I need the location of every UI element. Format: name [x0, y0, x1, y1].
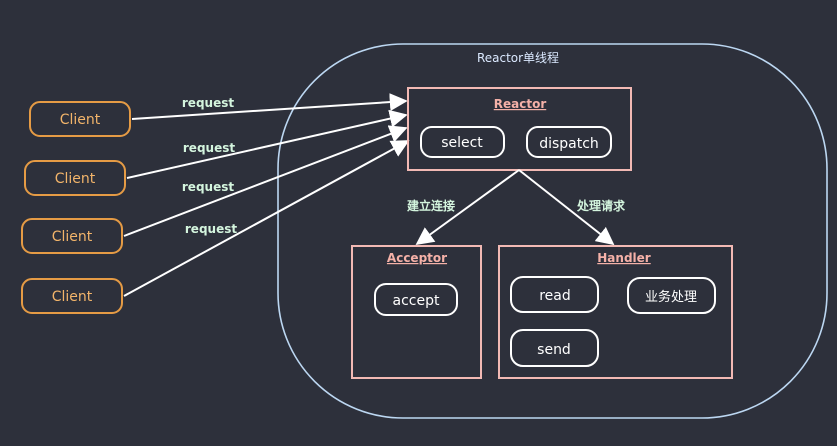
client-label: Client — [55, 171, 96, 187]
edge-label-acceptor: 建立连接 — [406, 198, 455, 213]
client-box — [21, 218, 123, 254]
acceptor-title: Acceptor — [387, 251, 447, 265]
request-label: request — [185, 222, 237, 236]
client-node: Client — [21, 218, 123, 254]
business-logic-pill — [627, 277, 716, 314]
reactor-thread-boundary — [277, 43, 828, 419]
select-pill — [420, 126, 505, 158]
send-pill — [510, 329, 599, 367]
reactor-component: Reactor select dispatch — [407, 87, 632, 171]
reactor-title: Reactor — [494, 97, 547, 111]
reactor-thread-label: Reactor单线程 — [477, 50, 559, 65]
select-label: select — [441, 135, 483, 151]
accept-pill — [374, 283, 458, 316]
request-label: request — [182, 180, 234, 194]
request-arrow — [123, 140, 410, 297]
client-label: Client — [52, 289, 93, 305]
handler-title: Handler — [597, 251, 651, 265]
read-label: read — [539, 288, 571, 304]
client-box — [29, 101, 131, 137]
dispatch-label: dispatch — [539, 136, 599, 152]
client-box — [21, 278, 123, 314]
request-arrow — [131, 93, 408, 120]
dispatch-arrow-handler — [518, 169, 615, 246]
request-arrow — [123, 125, 408, 237]
dispatch-pill — [526, 126, 612, 158]
send-label: send — [537, 342, 571, 358]
client-box — [24, 160, 126, 196]
dispatch-arrow-acceptor — [415, 169, 520, 246]
edge-label-handler: 处理请求 — [576, 198, 626, 213]
acceptor-component: Acceptor accept — [351, 245, 482, 379]
handler-component: Handler read 业务处理 send — [498, 245, 733, 379]
client-label: Client — [52, 229, 93, 245]
business-logic-label: 业务处理 — [645, 289, 697, 305]
acceptor-box — [351, 245, 482, 379]
read-pill — [510, 276, 599, 313]
client-node: Client — [29, 101, 131, 137]
handler-box — [498, 245, 733, 379]
request-arrow — [126, 109, 408, 179]
accept-label: accept — [393, 293, 440, 309]
client-label: Client — [60, 112, 101, 128]
request-label: request — [182, 96, 234, 110]
request-label: request — [183, 141, 235, 155]
client-node: Client — [21, 278, 123, 314]
client-node: Client — [24, 160, 126, 196]
